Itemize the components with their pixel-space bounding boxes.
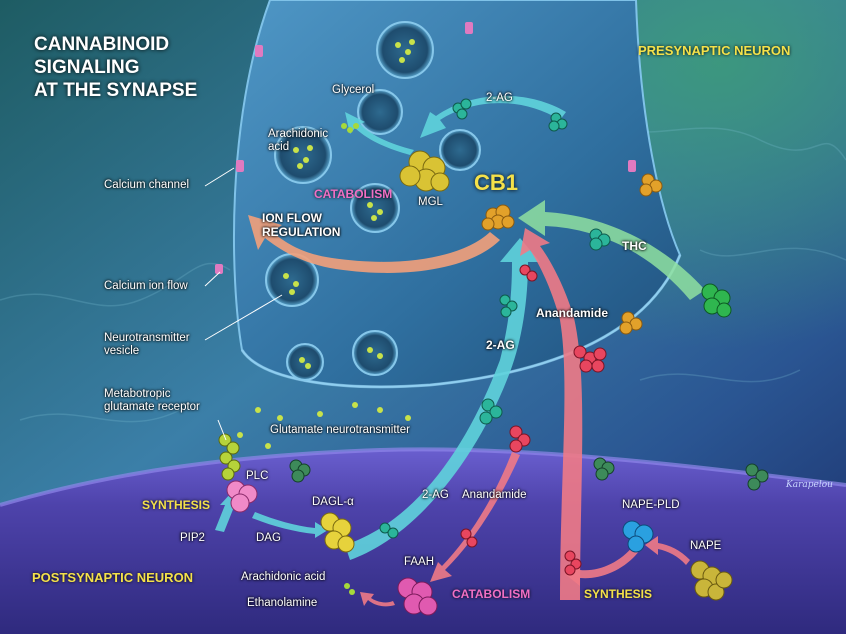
catabolism-low-label: CATABOLISM bbox=[452, 587, 531, 601]
postsynaptic-membrane bbox=[0, 449, 846, 634]
membrane-proteins bbox=[289, 457, 769, 491]
postsynaptic-membrane-edge bbox=[0, 447, 846, 507]
cb1-receptor-secondary bbox=[619, 173, 663, 335]
arrow-anandamide-to-cb1 bbox=[520, 228, 583, 600]
presynaptic-neuron-label: PRESYNAPTIC NEURON bbox=[638, 43, 791, 58]
anandamide-low-label: Anandamide bbox=[462, 489, 527, 501]
calcium-channels bbox=[215, 22, 636, 274]
presynaptic-terminal bbox=[232, 0, 682, 388]
ion-flow-line-2: REGULATION bbox=[262, 224, 341, 239]
metabotropic-receptor-label: Metabotropic glutamate receptor bbox=[104, 388, 200, 414]
catabolism-top-label: CATABOLISM bbox=[314, 187, 393, 201]
mgl-label: MGL bbox=[418, 196, 443, 208]
nape-pld-label: NAPE-PLD bbox=[622, 499, 680, 511]
thc-molecule bbox=[701, 283, 732, 318]
title-line-1: CANNABINOID bbox=[34, 34, 170, 55]
arachidonic-acid-top-label: Arachidonic acid bbox=[268, 128, 328, 154]
arachidonic-molecules bbox=[341, 123, 359, 595]
vesicle bbox=[350, 183, 400, 233]
cb1-label: CB1 bbox=[474, 170, 519, 195]
ethanolamine-label: Ethanolamine bbox=[247, 597, 318, 609]
anandamide-molecules bbox=[460, 264, 607, 576]
vesicle bbox=[286, 343, 324, 381]
vesicle bbox=[439, 129, 481, 171]
two-ag-low-label: 2-AG bbox=[422, 489, 449, 501]
anandamide-mid-label: Anandamide bbox=[536, 306, 609, 320]
label-pointers bbox=[204, 167, 283, 441]
main-title: CANNABINOID SIGNALING AT THE SYNAPSE bbox=[34, 34, 197, 102]
cb1-receptor bbox=[481, 204, 515, 231]
neurotransmitter-line-2: vesicle bbox=[104, 345, 140, 358]
arrow-thc-to-cb1 bbox=[518, 200, 705, 300]
arrow-ion-flow bbox=[248, 215, 500, 273]
arachidonic-top-line-2: acid bbox=[268, 141, 290, 154]
two-ag-mid-label: 2-AG bbox=[486, 338, 515, 352]
metabotropic-line-2: glutamate receptor bbox=[104, 401, 200, 414]
glutamate-molecules bbox=[237, 402, 411, 449]
plc-enzyme bbox=[226, 480, 258, 513]
terminal-rim bbox=[240, 254, 682, 389]
arachidonic-acid-low-label: Arachidonic acid bbox=[241, 571, 326, 583]
faah-enzyme bbox=[397, 577, 438, 616]
two-ag-molecules bbox=[379, 98, 611, 539]
nape-pld-enzyme bbox=[622, 520, 654, 553]
ion-flow-regulation-label: ION FLOW REGULATION bbox=[262, 211, 341, 240]
title-line-2: SIGNALING bbox=[34, 56, 140, 78]
two-ag-top-label: 2-AG bbox=[486, 92, 513, 104]
title-line-3: AT THE SYNAPSE bbox=[34, 79, 198, 101]
vesicles bbox=[265, 21, 481, 381]
plc-label: PLC bbox=[246, 470, 269, 482]
vesicle bbox=[274, 126, 332, 184]
postsynaptic-neuron-label: POSTSYNAPTIC NEURON bbox=[32, 570, 194, 585]
neurotransmitter-line-1: Neurotransmitter bbox=[104, 332, 190, 344]
vesicle-contents bbox=[283, 39, 415, 369]
neurotransmitter-vesicle-label: Neurotransmitter vesicle bbox=[104, 332, 190, 358]
glycerol-label: Glycerol bbox=[332, 84, 375, 96]
mglur-receptor bbox=[218, 433, 241, 481]
calcium-ion-flow-label: Calcium ion flow bbox=[104, 280, 188, 292]
mgl-enzyme bbox=[399, 150, 450, 192]
background-neurons bbox=[0, 119, 846, 423]
arrow-faah-catabolism bbox=[360, 452, 520, 607]
dag-label: DAG bbox=[256, 532, 281, 544]
pip2-label: PIP2 bbox=[180, 532, 205, 544]
faah-label: FAAH bbox=[404, 556, 435, 568]
arrow-nape-synthesis bbox=[565, 536, 690, 586]
nape-label: NAPE bbox=[690, 540, 722, 552]
nape-molecule bbox=[690, 560, 733, 601]
vesicle bbox=[357, 89, 403, 135]
arachidonic-top-line-1: Arachidonic bbox=[268, 128, 329, 140]
artist-signature: Karapelou bbox=[786, 480, 833, 490]
vesicle bbox=[352, 330, 398, 376]
dagl-enzyme bbox=[320, 512, 355, 553]
glutamate-neurotransmitter-label: Glutamate neurotransmitter bbox=[270, 424, 410, 436]
vesicle bbox=[376, 21, 434, 79]
calcium-channel-label: Calcium channel bbox=[104, 179, 190, 191]
dagl-alpha-label: DAGL-α bbox=[312, 496, 354, 508]
thc-label: THC bbox=[622, 239, 647, 253]
synthesis-right-label: SYNTHESIS bbox=[584, 587, 653, 601]
ion-flow-line-1: ION FLOW bbox=[262, 211, 322, 225]
synthesis-left-label: SYNTHESIS bbox=[142, 498, 211, 512]
metabotropic-line-1: Metabotropic bbox=[104, 388, 171, 400]
